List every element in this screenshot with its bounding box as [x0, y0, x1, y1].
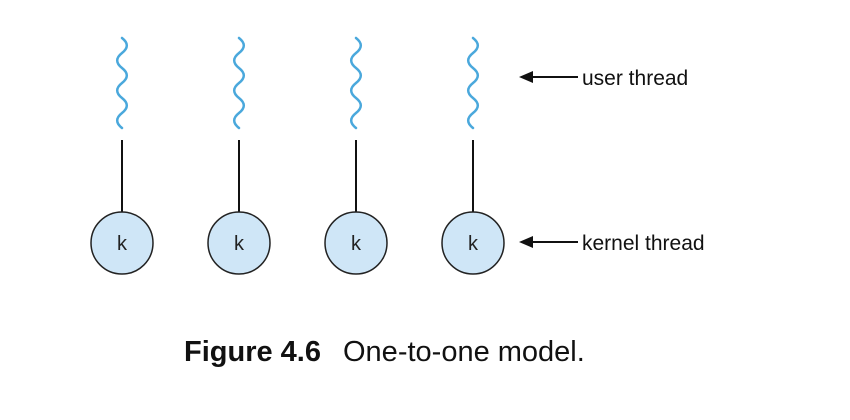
kernel-thread-arrowhead: [519, 236, 533, 248]
user-thread-wave: [349, 36, 363, 130]
user-thread-wave: [232, 36, 246, 130]
thread-pair: k: [207, 36, 271, 275]
kernel-thread-label-k: k: [117, 233, 128, 255]
kernel-thread-label-k: k: [351, 233, 362, 255]
figure-caption: Figure 4.6 One-to-one model.: [184, 336, 585, 369]
kernel-thread-circle: [324, 211, 388, 275]
thread-pair: k: [441, 36, 505, 275]
user-thread-wave: [115, 36, 129, 130]
user-thread-wave: [466, 36, 480, 130]
kernel-thread-label-k: k: [234, 233, 245, 255]
thread-pair: k: [90, 36, 154, 275]
figure-number: Figure 4.6: [184, 336, 321, 368]
kernel-thread-circle: [207, 211, 271, 275]
user-thread-annotation: user thread: [519, 67, 688, 90]
kernel-thread-circle: [441, 211, 505, 275]
figure-title: One-to-one model.: [343, 336, 585, 368]
kernel-thread-circle: [90, 211, 154, 275]
kernel-thread-label-k: k: [468, 233, 479, 255]
user-thread-label: user thread: [582, 67, 688, 90]
user-thread-arrowhead: [519, 71, 533, 83]
kernel-thread-annotation: kernel thread: [519, 232, 705, 255]
thread-pair: k: [324, 36, 388, 275]
kernel-thread-label: kernel thread: [582, 232, 705, 255]
